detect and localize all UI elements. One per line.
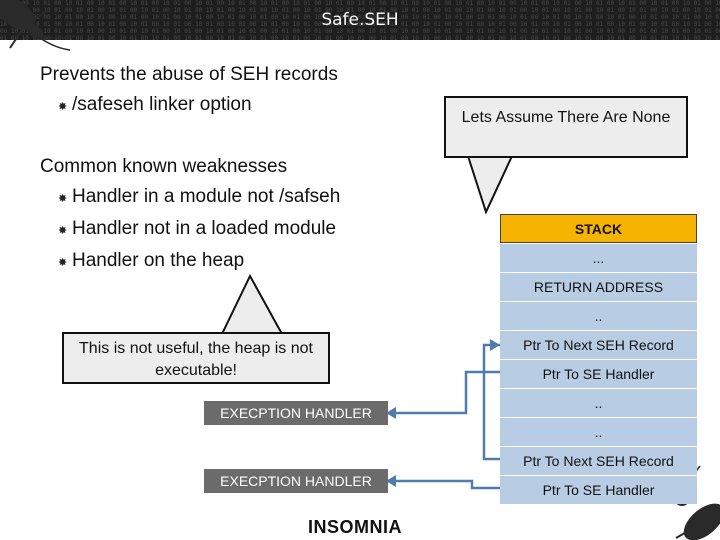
bullet-item: ✸ Handler in a module not /safseh: [40, 182, 340, 214]
bullet-list: Prevents the abuse of SEH records ✸ /safes…: [40, 60, 340, 278]
stack-header: STACK: [500, 214, 697, 243]
bullet-text: Common known weaknesses: [40, 156, 288, 177]
stack-row: ...: [500, 243, 697, 272]
handler-arrows: [392, 343, 500, 490]
heap-note-callout: This is not useful, the heap is not exec…: [62, 332, 330, 384]
bullet-text: Prevents the abuse of SEH records: [40, 64, 338, 85]
bullet-spacer: [40, 122, 340, 152]
header-bar: 10 01 00 10 01 00 10 01 00 10 01 00 10 0…: [0, 0, 720, 40]
slide-title: Safe.SEH: [321, 10, 399, 30]
bullet-star-icon: ✸: [58, 225, 68, 237]
bullet-star-icon: ✸: [58, 257, 68, 269]
bullet-star-icon: ✸: [58, 101, 68, 113]
cockroach-icon: [0, 0, 76, 51]
stack-row: ..: [500, 417, 697, 446]
bullet-item: Common known weaknesses: [40, 152, 340, 182]
stack-row: Ptr To Next SEH Record: [500, 446, 697, 475]
arrow-seh-chain: [482, 343, 500, 461]
stack-row: RETURN ADDRESS: [500, 272, 697, 301]
bullet-item: ✸ Handler on the heap: [40, 246, 340, 278]
stack-row: Ptr To Next SEH Record: [500, 330, 697, 359]
stack-row: Ptr To SE Handler: [500, 359, 697, 388]
callout-tail: [220, 273, 284, 335]
bullet-item: ✸ /safeseh linker option: [40, 90, 340, 122]
bullet-text: Handler not in a loaded module: [72, 218, 337, 239]
bullet-star-icon: ✸: [58, 193, 68, 205]
exception-handler-box-2: EXECPTION HANDLER: [204, 469, 388, 493]
bullet-item: Prevents the abuse of SEH records: [40, 60, 340, 90]
callout-tail: [466, 155, 514, 215]
insomnia-logo: INSOMNIA: [308, 517, 402, 537]
stack-row: ..: [500, 301, 697, 330]
stack-row: Ptr To SE Handler: [500, 475, 697, 504]
bullet-item: ✸ Handler not in a loaded module: [40, 214, 340, 246]
bullet-text: Handler in a module not /safseh: [72, 186, 341, 207]
arrow-to-handler-2: [392, 479, 500, 490]
assume-callout: Lets Assume There Are None: [444, 96, 688, 158]
exception-handler-box-1: EXECPTION HANDLER: [204, 401, 388, 425]
stack-row: ..: [500, 388, 697, 417]
bullet-text: Handler on the heap: [72, 250, 245, 271]
binary-pattern: 10 01 00 10 01 00 10 01 00 10 01 00 10 0…: [0, 0, 720, 40]
bullet-text: /safeseh linker option: [72, 94, 252, 115]
arrowheads: [386, 339, 500, 487]
